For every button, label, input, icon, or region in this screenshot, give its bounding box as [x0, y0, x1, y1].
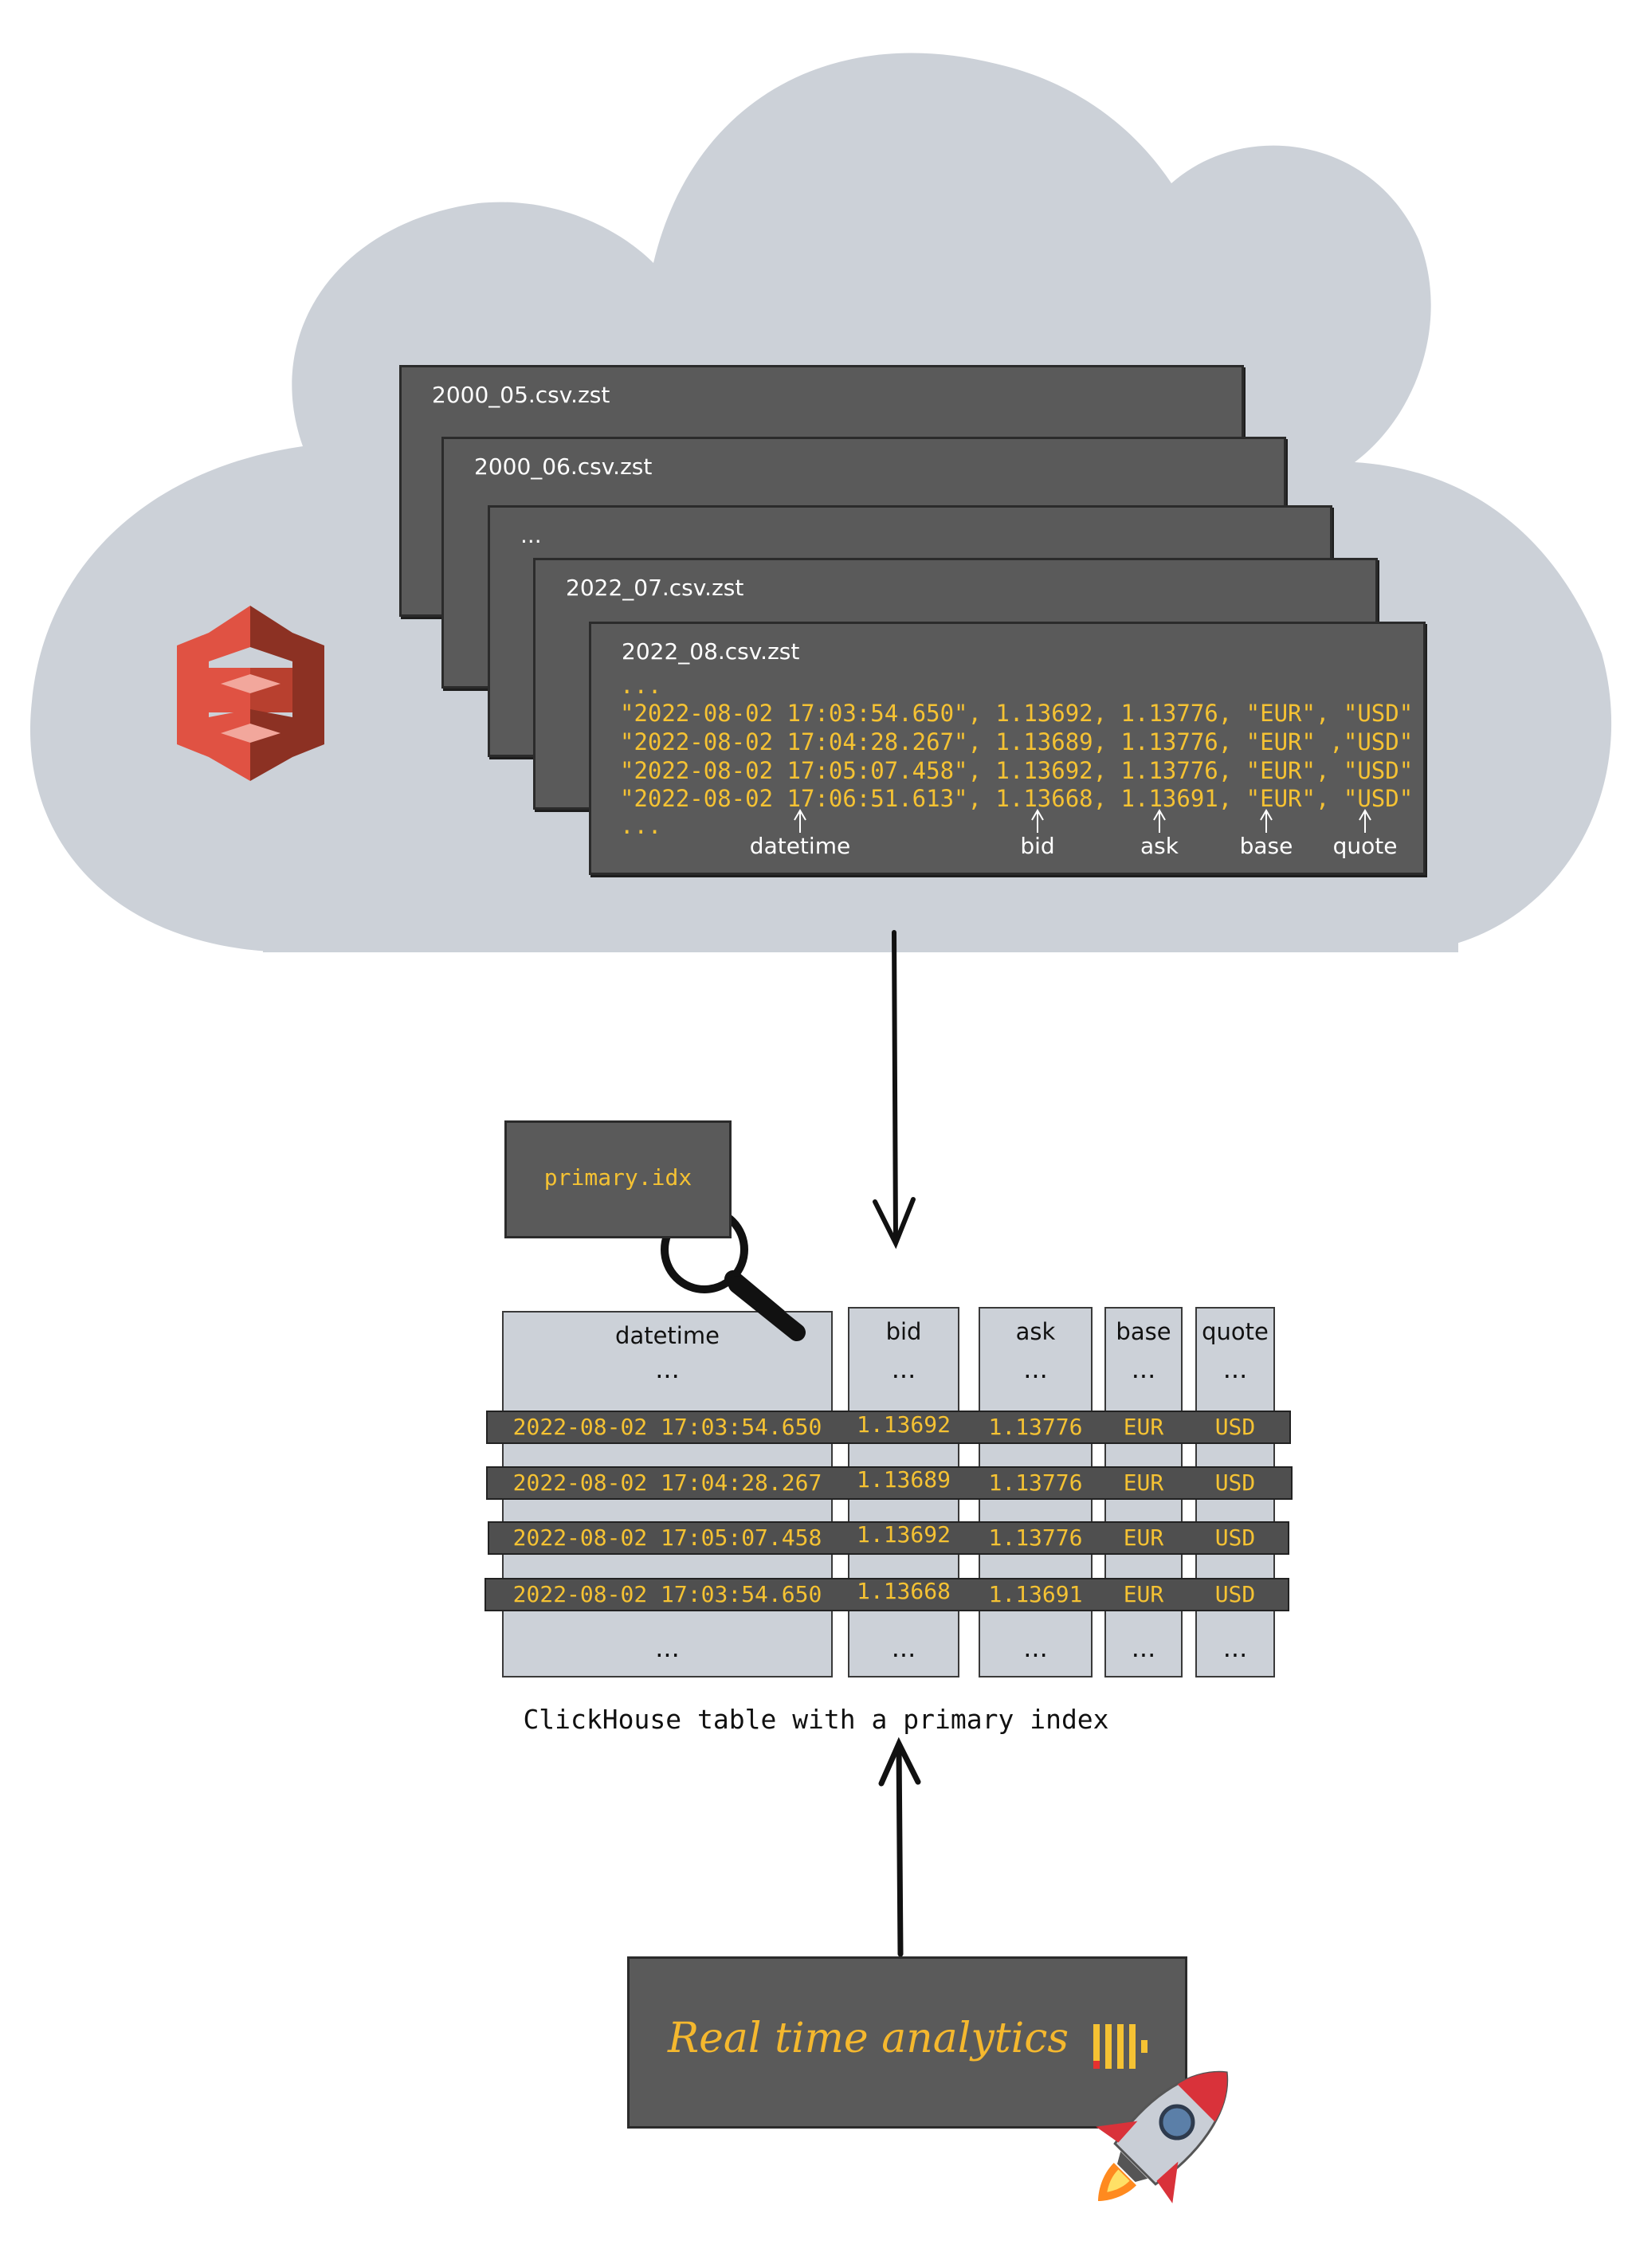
cell-base: EUR	[1123, 1581, 1164, 1607]
ellipsis: ...	[1131, 1633, 1156, 1663]
file-name: 2022_07.csv.zst	[566, 575, 744, 601]
file-sample-line: "2022-08-02 17:05:07.458", 1.13692, 1.13…	[620, 757, 1414, 784]
file-sample-line: "2022-08-02 17:03:54.650", 1.13692, 1.13…	[620, 700, 1414, 727]
cell-quote: USD	[1214, 1414, 1256, 1440]
table-row	[484, 1578, 1289, 1611]
file-card-5: 2022_08.csv.zst ... "2022-08-02 17:03:54…	[589, 622, 1426, 875]
ellipsis: ...	[655, 1633, 680, 1663]
analytics-label: Real time analytics	[668, 2015, 1069, 2062]
cell-ask: 1.13776	[988, 1414, 1083, 1440]
file-name: ...	[520, 522, 542, 548]
cell-ask: 1.13691	[988, 1581, 1083, 1607]
column-header: ask	[1015, 1318, 1056, 1345]
cell-datetime: 2022-08-02 17:04:28.267	[512, 1469, 822, 1496]
column-header: datetime	[615, 1322, 720, 1349]
ellipsis: ...	[655, 1354, 680, 1384]
ellipsis: ...	[1023, 1633, 1048, 1663]
primary-index-label: primary.idx	[543, 1164, 692, 1191]
annotation-arrows	[794, 809, 1371, 833]
cell-quote: USD	[1214, 1469, 1256, 1496]
arrow-down-to-table	[873, 930, 916, 1250]
cell-quote: USD	[1214, 1581, 1256, 1607]
cell-datetime: 2022-08-02 17:05:07.458	[512, 1524, 822, 1551]
ellipsis: ...	[1131, 1354, 1156, 1384]
ellipsis: ...	[1222, 1633, 1248, 1663]
annotation-quote: quote	[1332, 833, 1398, 859]
ellipsis: ...	[1222, 1354, 1248, 1384]
aws-s3-bucket-icon	[177, 606, 324, 781]
cell-base: EUR	[1123, 1524, 1164, 1551]
cell-bid: 1.13668	[856, 1578, 951, 1604]
annotation-ask: ask	[1140, 833, 1179, 859]
file-name: 2000_05.csv.zst	[432, 382, 610, 408]
file-name: 2022_08.csv.zst	[622, 638, 800, 665]
annotation-base: base	[1239, 833, 1293, 859]
cell-ask: 1.13776	[988, 1524, 1083, 1551]
cell-datetime: 2022-08-02 17:03:54.650	[512, 1414, 822, 1440]
file-sample-line: "2022-08-02 17:06:51.613", 1.13668, 1.13…	[620, 785, 1414, 812]
rocket-icon	[1096, 2070, 1229, 2203]
real-time-analytics-box: Real time analytics	[627, 1956, 1187, 2129]
ellipsis: ...	[1023, 1354, 1048, 1384]
cell-base: EUR	[1123, 1414, 1164, 1440]
column-header: quote	[1202, 1318, 1269, 1345]
table-row	[488, 1521, 1289, 1555]
cell-datetime: 2022-08-02 17:03:54.650	[512, 1581, 822, 1607]
file-sample-line: "2022-08-02 17:04:28.267", 1.13689, 1.13…	[620, 728, 1414, 755]
cell-bid: 1.13689	[856, 1466, 951, 1493]
file-name: 2000_06.csv.zst	[474, 453, 653, 480]
table-row	[486, 1466, 1293, 1500]
table-caption: ClickHouse table with a primary index	[523, 1704, 1109, 1735]
ellipsis: ...	[891, 1354, 916, 1384]
annotation-datetime: datetime	[749, 833, 851, 859]
ellipsis: ...	[891, 1633, 916, 1663]
column-header: bid	[885, 1318, 922, 1345]
cell-bid: 1.13692	[856, 1521, 951, 1548]
primary-index-file: primary.idx	[504, 1120, 732, 1238]
table-row	[486, 1411, 1291, 1444]
annotation-bid: bid	[1020, 833, 1055, 859]
file-sample-line: ...	[620, 812, 662, 839]
clickhouse-logo-icon	[1093, 2024, 1148, 2069]
cell-quote: USD	[1214, 1524, 1256, 1551]
arrow-up-to-table	[878, 1736, 921, 1957]
cell-base: EUR	[1123, 1469, 1164, 1496]
file-sample-line: ...	[620, 672, 662, 699]
cell-ask: 1.13776	[988, 1469, 1083, 1496]
cell-bid: 1.13692	[856, 1411, 951, 1438]
column-header: base	[1116, 1318, 1171, 1345]
